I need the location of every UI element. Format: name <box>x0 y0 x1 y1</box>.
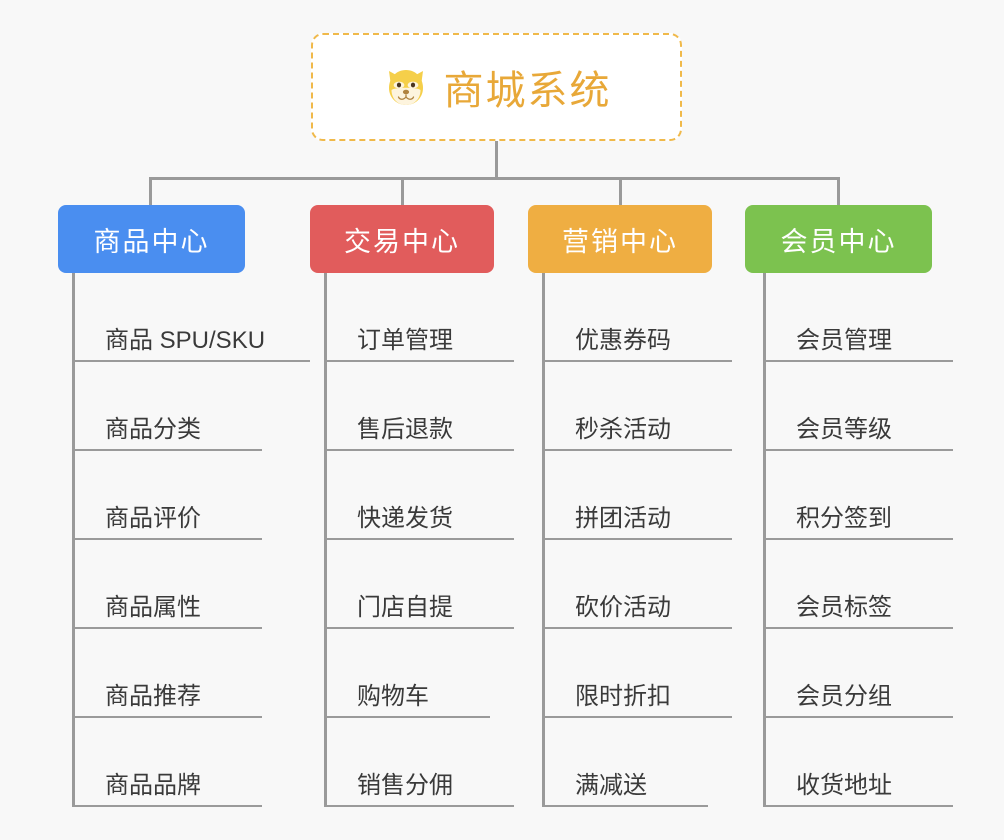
leaf-item[interactable]: 会员管理 <box>763 273 953 362</box>
leaf-label: 会员管理 <box>796 326 892 354</box>
leaf-item[interactable]: 门店自提 <box>324 540 514 629</box>
leaf-item[interactable]: 秒杀活动 <box>542 362 732 451</box>
leaf-label: 会员分组 <box>796 682 892 710</box>
leaf-item[interactable]: 订单管理 <box>324 273 514 362</box>
horizontal-bus-connector <box>149 177 840 180</box>
leaf-label: 会员等级 <box>796 415 892 443</box>
category-label: 会员中心 <box>780 226 897 257</box>
root-stub-connector <box>495 141 498 179</box>
leaf-label: 销售分佣 <box>357 771 453 799</box>
leaf-item[interactable]: 商品品牌 <box>72 718 262 807</box>
leaf-item[interactable]: 优惠券码 <box>542 273 732 362</box>
root-node[interactable]: 商城系统 <box>311 33 682 141</box>
category-box-product-center[interactable]: 商品中心 <box>58 205 245 273</box>
category-box-member-center[interactable]: 会员中心 <box>745 205 932 273</box>
leaf-spine <box>324 273 327 807</box>
leaf-label: 满减送 <box>575 771 647 799</box>
leaf-label: 售后退款 <box>357 415 453 443</box>
leaf-label: 商品推荐 <box>105 682 201 710</box>
leaf-label: 购物车 <box>357 682 429 710</box>
leaf-spine <box>72 273 75 807</box>
leaf-item[interactable]: 会员分组 <box>763 629 953 718</box>
drop-connector-4 <box>837 177 840 207</box>
leaf-label: 会员标签 <box>796 593 892 621</box>
leaf-label: 商品品牌 <box>105 771 201 799</box>
leaf-label: 秒杀活动 <box>575 415 671 443</box>
leaf-label: 订单管理 <box>357 326 453 354</box>
leaf-item[interactable]: 收货地址 <box>763 718 953 807</box>
category-box-trade-center[interactable]: 交易中心 <box>310 205 494 273</box>
drop-connector-1 <box>149 177 152 207</box>
leaf-item[interactable]: 快递发货 <box>324 451 514 540</box>
dog-face-icon <box>382 63 430 111</box>
leaf-spine <box>763 273 766 807</box>
leaf-label: 商品评价 <box>105 504 201 532</box>
leaf-item[interactable]: 商品 SPU/SKU <box>72 273 310 362</box>
category-label: 商品中心 <box>93 226 210 257</box>
leaf-item[interactable]: 商品属性 <box>72 540 262 629</box>
leaf-label: 限时折扣 <box>575 682 671 710</box>
leaf-item[interactable]: 商品评价 <box>72 451 262 540</box>
leaf-item[interactable]: 购物车 <box>324 629 490 718</box>
category-label: 营销中心 <box>562 226 678 257</box>
leaf-item[interactable]: 满减送 <box>542 718 708 807</box>
root-title: 商城系统 <box>443 69 612 113</box>
leaf-item[interactable]: 会员标签 <box>763 540 953 629</box>
leaf-label: 积分签到 <box>796 504 892 532</box>
leaf-item[interactable]: 限时折扣 <box>542 629 732 718</box>
leaf-label: 砍价活动 <box>575 593 671 621</box>
leaf-label: 收货地址 <box>796 771 892 799</box>
category-label: 交易中心 <box>344 226 460 257</box>
leaf-label: 商品 SPU/SKU <box>105 326 266 354</box>
leaf-label: 商品属性 <box>105 593 201 621</box>
leaf-label: 优惠券码 <box>575 326 671 354</box>
leaf-label: 拼团活动 <box>575 504 671 532</box>
leaf-item[interactable]: 积分签到 <box>763 451 953 540</box>
drop-connector-2 <box>401 177 404 207</box>
leaf-item[interactable]: 商品推荐 <box>72 629 262 718</box>
drop-connector-3 <box>619 177 622 207</box>
leaf-item[interactable]: 售后退款 <box>324 362 514 451</box>
leaf-item[interactable]: 砍价活动 <box>542 540 732 629</box>
leaf-item[interactable]: 销售分佣 <box>324 718 514 807</box>
leaf-item[interactable]: 拼团活动 <box>542 451 732 540</box>
leaf-item[interactable]: 会员等级 <box>763 362 953 451</box>
category-box-marketing-center[interactable]: 营销中心 <box>528 205 712 273</box>
leaf-label: 商品分类 <box>105 415 201 443</box>
leaf-label: 快递发货 <box>357 504 453 532</box>
leaf-label: 门店自提 <box>357 593 453 621</box>
leaf-item[interactable]: 商品分类 <box>72 362 262 451</box>
leaf-spine <box>542 273 545 807</box>
